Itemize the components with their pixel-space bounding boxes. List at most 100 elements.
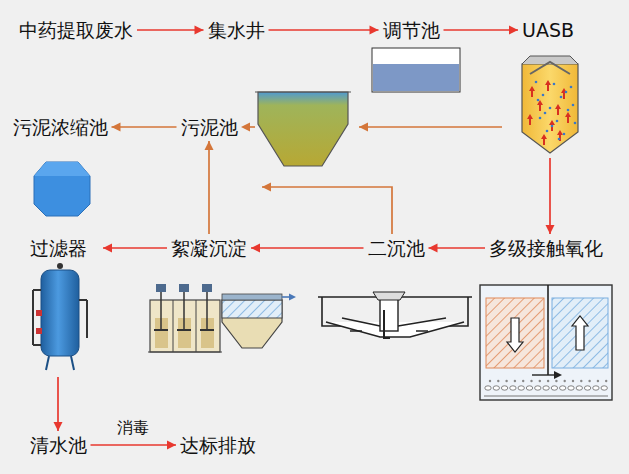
flocculation-tank xyxy=(222,300,282,318)
aeration-bubbles xyxy=(593,386,599,390)
contact-oxidation-tank xyxy=(552,298,608,368)
uasb-bubbles xyxy=(558,138,561,141)
node-text-group: 清水池 xyxy=(29,434,88,456)
process-node: UASB xyxy=(505,16,593,155)
sludge-tank xyxy=(255,91,351,92)
arrow-head xyxy=(195,26,204,35)
uasb-bubbles xyxy=(527,114,533,119)
aeration-bubbles xyxy=(551,386,557,390)
node-label: 集水井 xyxy=(207,19,266,41)
uasb-bubbles xyxy=(531,90,533,97)
flow-arrow xyxy=(429,244,486,253)
sand-filter xyxy=(32,290,34,345)
flow-arrow xyxy=(262,183,392,235)
uasb-bubbles xyxy=(567,116,569,123)
arrow-line xyxy=(549,158,551,234)
uasb-bubbles xyxy=(551,125,554,128)
uasb-bubbles xyxy=(543,138,545,145)
uasb-bubbles xyxy=(563,92,565,99)
contact-oxidation-tank xyxy=(532,374,556,375)
uasb-bubbles xyxy=(546,130,549,133)
sludge-thickener xyxy=(34,162,90,176)
process-node: 达标排放 xyxy=(177,433,259,457)
process-node: 污泥浓缩池 xyxy=(10,115,111,139)
contact-oxidation-tank xyxy=(480,285,612,400)
node-text-group: 过滤器 xyxy=(29,237,88,259)
aeration-bubbles xyxy=(497,380,499,382)
flocculation-tank xyxy=(177,329,191,331)
contact-oxidation-tank xyxy=(484,396,608,397)
uasb-bubbles xyxy=(547,84,549,91)
uasb-bubbles xyxy=(549,120,555,125)
aeration-bubbles xyxy=(526,386,532,390)
sand-filter xyxy=(33,344,41,346)
aeration-bubbles xyxy=(489,380,491,382)
arrow-head xyxy=(205,141,214,150)
uasb-bubbles xyxy=(565,112,571,117)
flocculation-tank xyxy=(179,284,189,292)
flocculation-tank xyxy=(154,329,168,331)
secondary-clarifier xyxy=(373,292,405,300)
aeration-bubbles xyxy=(522,380,524,382)
node-label: 过滤器 xyxy=(29,237,88,259)
aeration-bubbles xyxy=(543,386,549,390)
uasb-bubbles xyxy=(553,83,556,86)
node-label: 二沉池 xyxy=(367,237,426,259)
flocculation-tank xyxy=(183,290,185,330)
flocculation-tank xyxy=(202,284,212,292)
uasb-bubbles xyxy=(556,120,559,123)
edge-label: 消毒 xyxy=(117,419,149,437)
aeration-bubbles xyxy=(493,386,499,390)
node-text-group: 污泥池 xyxy=(180,116,239,138)
uasb-bubbles xyxy=(544,112,547,115)
contact-oxidation-tank xyxy=(507,318,523,352)
uasb-bubbles xyxy=(529,86,535,91)
flow-arrow xyxy=(251,244,364,253)
regulating-tank xyxy=(372,48,460,92)
arrow-head xyxy=(509,26,518,35)
flocculation-tank xyxy=(222,300,282,348)
flocculation-tank xyxy=(148,351,222,352)
arrow-line xyxy=(103,247,167,249)
sand-filter xyxy=(86,300,88,338)
process-node: 集水井 xyxy=(205,18,268,42)
node-label: UASB xyxy=(521,19,575,41)
flow-arrow xyxy=(91,441,177,450)
arrow-head xyxy=(54,422,63,431)
aeration-bubbles xyxy=(485,386,491,390)
aeration-bubbles xyxy=(597,380,599,382)
process-node: 絮凝沉淀 xyxy=(168,236,250,260)
aeration-bubbles xyxy=(514,380,516,382)
contact-oxidation-tank xyxy=(547,285,549,375)
uasb-bubbles xyxy=(563,133,566,136)
node-label: 多级接触氧化 xyxy=(488,237,604,259)
uasb-bubbles xyxy=(567,109,570,112)
uasb-bubbles xyxy=(560,96,563,99)
aeration-bubbles xyxy=(584,386,590,390)
aeration-bubbles xyxy=(564,380,566,382)
flocculation-tank xyxy=(206,290,208,330)
node-label: 达标排放 xyxy=(179,434,257,456)
aeration-bubbles xyxy=(530,380,532,382)
aeration-bubbles xyxy=(588,380,590,382)
process-node: 清水池 xyxy=(27,433,90,457)
aeration-bubbles xyxy=(568,386,574,390)
sand-filter xyxy=(57,263,63,269)
uasb-bubbles xyxy=(557,130,563,135)
flocculation-tank xyxy=(196,300,197,352)
arrow-line xyxy=(269,29,379,31)
secondary-clarifier xyxy=(342,318,380,326)
regulating-tank xyxy=(372,48,460,92)
node-text-group: 达标排放 xyxy=(179,434,257,456)
node-text-group: 絮凝沉淀 xyxy=(170,237,248,259)
node-label: 清水池 xyxy=(29,434,88,456)
node-text-group: 多级接触氧化 xyxy=(488,237,604,259)
arrow-head xyxy=(262,183,271,192)
uasb-bubbles xyxy=(572,104,575,107)
uasb-bubbles xyxy=(551,124,553,131)
aeration-bubbles xyxy=(547,380,549,382)
flocculation-tank xyxy=(148,284,296,352)
contact-oxidation-tank xyxy=(486,298,544,368)
process-node: 中药提取废水 xyxy=(16,18,136,42)
